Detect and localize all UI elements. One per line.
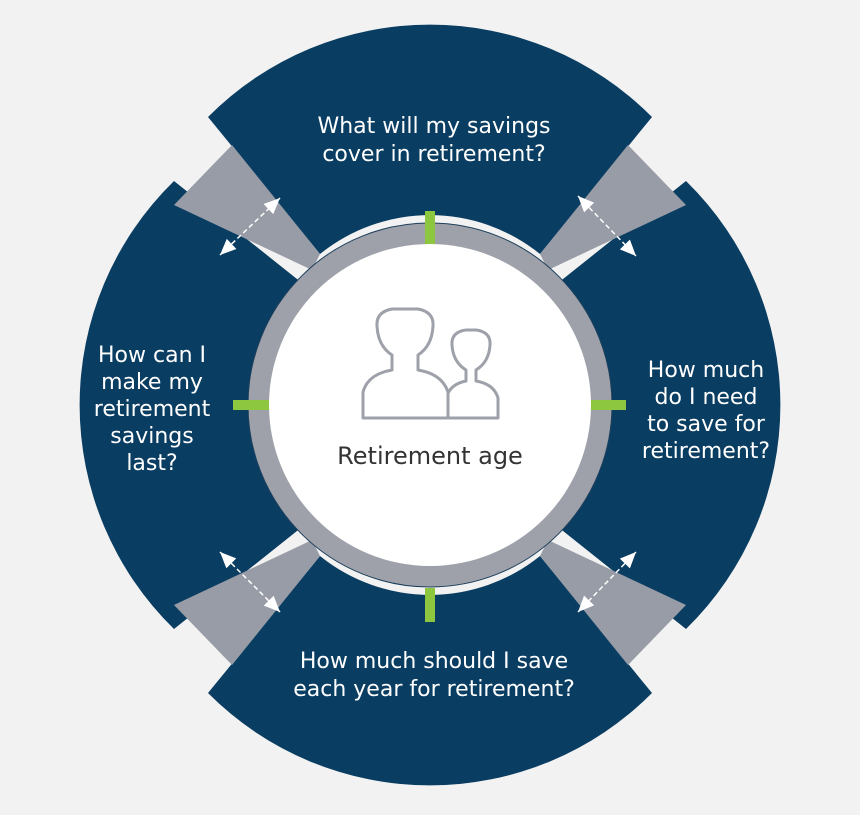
segment-right-line: How much: [648, 358, 764, 383]
segment-top: [208, 24, 652, 255]
center-label: Retirement age: [337, 442, 523, 470]
segment-left-line: How can I: [98, 343, 206, 368]
arrow-head: [619, 239, 636, 256]
arrow-shaft: [577, 551, 637, 613]
tick-left: [233, 400, 269, 410]
arrow-shaft: [219, 551, 281, 613]
segment-top-line: cover in retirement?: [322, 142, 545, 167]
tick-top: [425, 211, 435, 245]
segment-bottom: [208, 556, 652, 786]
segment-top-text: What will my savings cover in retirement?: [317, 114, 550, 167]
segment-left: [79, 181, 312, 629]
arrow-head: [578, 595, 595, 612]
arrow-shaft: [577, 195, 637, 257]
segment-left-line: savings: [110, 424, 193, 449]
segment-bottom-line: each year for retirement?: [293, 677, 575, 702]
arrow-head: [578, 196, 595, 213]
segment-right-line: do I need: [655, 385, 758, 410]
segment-right-line: retirement?: [642, 439, 770, 464]
segment-bottom-line: How much should I save: [300, 649, 568, 674]
arrow-head: [263, 595, 280, 612]
connector-top-left: [174, 145, 320, 270]
arrow-head: [619, 552, 636, 569]
segment-top-line: What will my savings: [317, 114, 550, 139]
segment-left-line: last?: [126, 451, 177, 476]
arrow-head: [220, 552, 237, 569]
connector-bottom-right: [540, 540, 686, 665]
segment-right: [548, 181, 781, 629]
connector-top-right: [540, 145, 686, 270]
segment-left-line: retirement: [94, 397, 211, 422]
two-people-icon: [361, 307, 500, 420]
tick-right: [590, 400, 626, 410]
tick-bottom: [425, 588, 435, 622]
arrow-head: [220, 238, 237, 255]
arrow-head: [263, 198, 280, 215]
connector-bottom-left: [174, 540, 320, 665]
segment-right-line: to save for: [647, 412, 766, 437]
segment-left-line: make my: [101, 370, 203, 395]
segment-bottom-text: How much should I save each year for reti…: [293, 649, 575, 702]
double-arrow-icon: [219, 195, 637, 613]
